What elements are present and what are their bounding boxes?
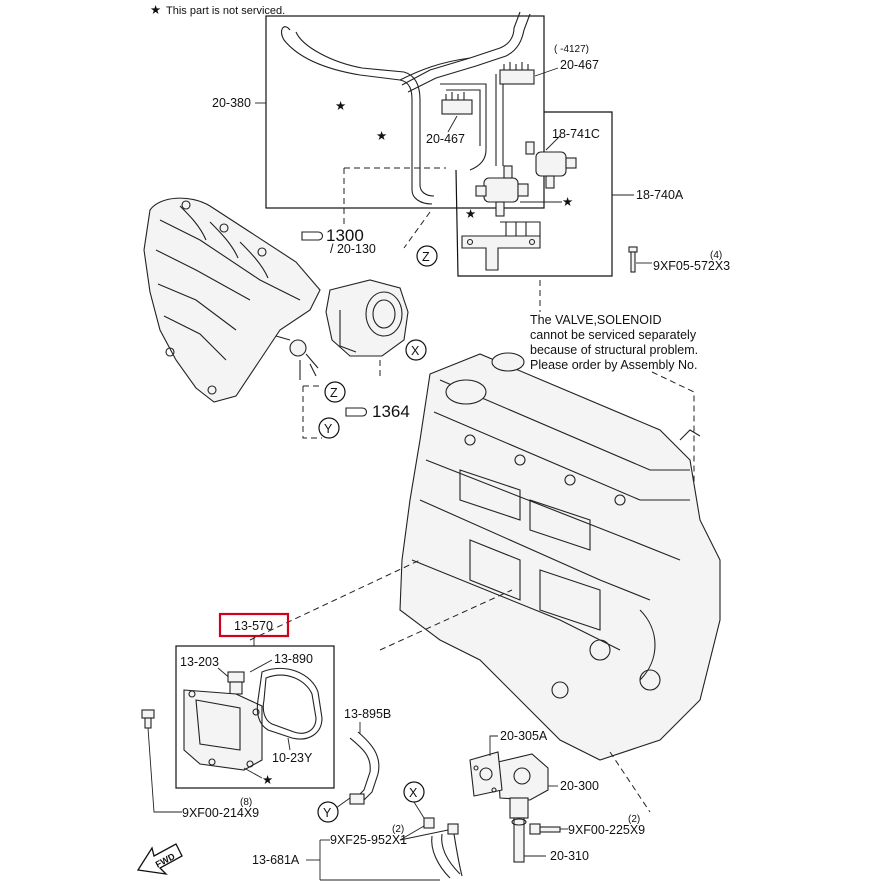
egr-valve <box>497 753 549 819</box>
star-mark-solenoid: ★ <box>562 195 573 209</box>
callout-range-4127: ( -4127) <box>554 44 589 55</box>
legend-text: This part is not serviced. <box>166 5 285 17</box>
callout-13-570[interactable]: 13-570 <box>234 619 273 633</box>
qty-9xf25: (2) <box>392 824 404 835</box>
intake-manifold <box>143 197 321 403</box>
hand-pointer-icon-2 <box>345 407 368 417</box>
callout-9xf00-214x9[interactable]: 9XF00-214X9 <box>182 806 259 820</box>
hand-pointer-icon <box>301 231 324 241</box>
bolt-9xf00-225 <box>529 823 561 835</box>
bolt-9xf05 <box>628 246 638 273</box>
bolt-9xf00-214 <box>141 709 155 729</box>
svg-text:Y: Y <box>323 806 332 820</box>
ref-marker-x-mid[interactable] <box>405 339 427 361</box>
callout-9xf05-572x3[interactable]: 9XF05-572X3 <box>653 259 730 273</box>
hose-13-681a <box>423 817 463 879</box>
callout-20-300[interactable]: 20-300 <box>560 779 599 793</box>
ref-1364: 1364 <box>345 402 410 421</box>
qty-9xf00-225: (2) <box>628 814 640 825</box>
callout-13-895b[interactable]: 13-895B <box>344 707 391 721</box>
callout-18-741c[interactable]: 18-741C <box>552 127 600 141</box>
forward-direction-arrow-icon: FWD <box>136 843 183 875</box>
hose-clip-a <box>441 92 473 115</box>
callout-1300[interactable]: 1300 <box>326 226 364 245</box>
callout-9xf00-225x9[interactable]: 9XF00-225X9 <box>568 823 645 837</box>
callout-20-467-a[interactable]: 20-467 <box>426 132 465 146</box>
gasket-10-23y <box>256 667 323 740</box>
svg-text:Y: Y <box>324 422 333 436</box>
svg-text:X: X <box>411 344 420 358</box>
star-mark-bracket: ★ <box>465 207 476 221</box>
clip-9xf25-a <box>423 817 435 829</box>
clip-9xf25-b <box>447 823 459 835</box>
ref-1300: 1300 / 20-130 <box>301 226 376 256</box>
svg-text:The VALVE,SOLENOID: The VALVE,SOLENOID <box>530 313 662 327</box>
star-mark-1: ★ <box>335 99 346 113</box>
callout-20-310[interactable]: 20-310 <box>550 849 589 863</box>
oil-separator-cover <box>183 689 263 771</box>
throttle-body <box>275 279 409 380</box>
callout-13-681a[interactable]: 13-681A <box>252 853 300 867</box>
oil-separator-group: 13-203 13-890 10-23Y ★ <box>175 645 335 789</box>
hose-clip-b <box>499 62 535 85</box>
oil-separator-box <box>175 645 335 789</box>
vacuum-hose-2 <box>401 11 521 86</box>
solenoid-valve-18-741c <box>525 141 577 189</box>
callout-18-740a[interactable]: 18-740A <box>636 188 684 202</box>
hose-13-895b <box>349 731 380 805</box>
pcv-valve <box>227 671 245 695</box>
ref-marker-y-mid[interactable] <box>318 417 340 439</box>
ref-marker-z-mid[interactable] <box>324 381 346 403</box>
callout-13-203[interactable]: 13-203 <box>180 655 219 669</box>
callout-9xf25-952x1[interactable]: 9XF25-952X1 <box>330 833 407 847</box>
notice-text: The VALVE,SOLENOID cannot be serviced se… <box>530 313 698 372</box>
svg-text:cannot be serviced separately: cannot be serviced separately <box>530 328 697 342</box>
legend-star: ★ <box>150 3 161 17</box>
pipe-20-310 <box>511 817 527 863</box>
egr-gasket-20-305a <box>469 751 503 797</box>
qty-9xf00-214: (8) <box>240 797 252 808</box>
svg-text:Please order by Assembly No.: Please order by Assembly No. <box>530 358 697 372</box>
engine-block <box>399 352 721 761</box>
solenoid-bracket <box>461 221 541 271</box>
solenoid-valve-2 <box>475 165 529 217</box>
callout-20-130[interactable]: / 20-130 <box>330 242 376 256</box>
oil-filler-cap <box>445 379 487 405</box>
callout-10-23y[interactable]: 10-23Y <box>272 751 313 765</box>
callout-20-467-b[interactable]: 20-467 <box>560 58 599 72</box>
callout-20-380[interactable]: 20-380 <box>212 96 251 110</box>
star-mark-separator: ★ <box>262 773 273 787</box>
vacuum-hose-1 <box>281 26 433 205</box>
qty-9xf05: (4) <box>710 250 722 261</box>
hose-assembly-group: 20-380 ★ ★ 20-467 ( -4127) 20-467 <box>212 11 599 209</box>
solenoid-group-box <box>455 111 613 277</box>
solenoid-valve-group: 18-740A 18-741C ★ ★ <box>455 111 730 277</box>
callout-20-305a[interactable]: 20-305A <box>500 729 548 743</box>
svg-text:Z: Z <box>422 250 430 264</box>
legend: ★ This part is not serviced. <box>150 3 285 17</box>
callout-1364[interactable]: 1364 <box>372 402 410 421</box>
star-mark-2: ★ <box>376 129 387 143</box>
callout-13-890[interactable]: 13-890 <box>274 652 313 666</box>
vacuum-hose-3 <box>440 83 487 171</box>
ref-marker-y-bottom[interactable] <box>317 801 339 823</box>
svg-text:Z: Z <box>330 386 338 400</box>
svg-text:because of structural problem.: because of structural problem. <box>530 343 698 357</box>
svg-text:X: X <box>409 786 418 800</box>
ref-marker-z-top[interactable] <box>416 245 438 267</box>
